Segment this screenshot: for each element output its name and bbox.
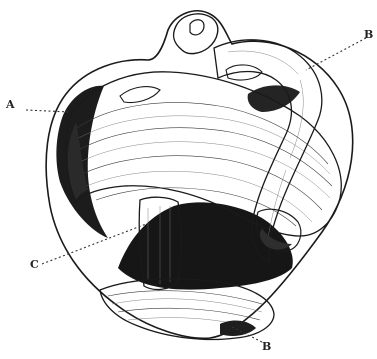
label-b-bottom: B bbox=[262, 340, 271, 353]
upper-left-leaflet bbox=[120, 87, 160, 103]
leader-line-a bbox=[26, 110, 70, 112]
right-dark-cavity bbox=[248, 85, 300, 112]
label-c: C bbox=[30, 258, 39, 271]
lower-band-tip-shadow bbox=[220, 321, 256, 336]
label-b-top: B bbox=[364, 28, 373, 41]
aorta-opening bbox=[190, 20, 204, 35]
leader-line-b-top bbox=[306, 38, 366, 70]
label-a: A bbox=[5, 98, 15, 111]
